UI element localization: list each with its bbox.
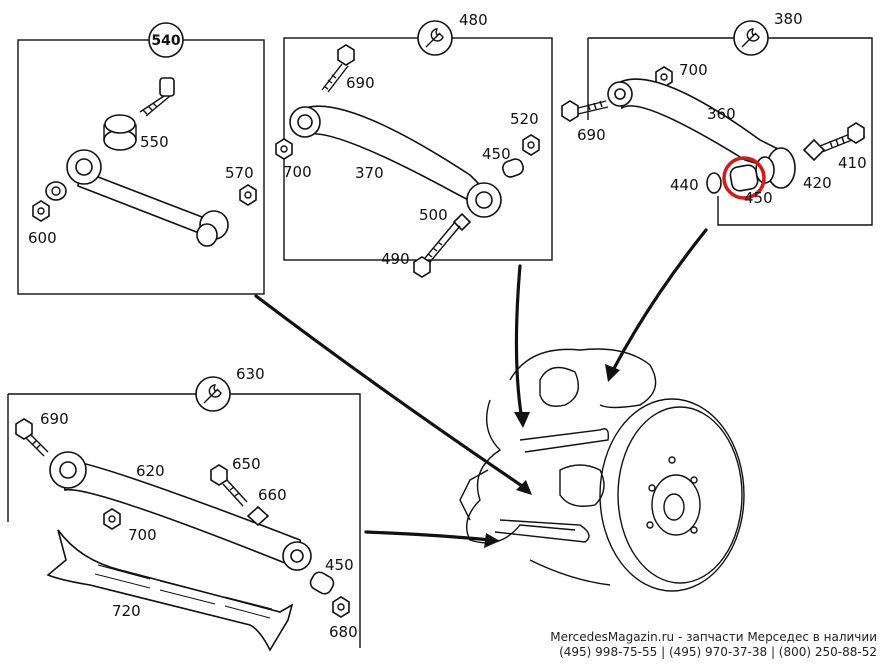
axle-assembly (459, 348, 745, 592)
callout-570: 570 (225, 164, 254, 182)
callout-450: 450 (744, 189, 773, 207)
sleeve-icon (502, 158, 524, 178)
nut-icon (332, 596, 350, 618)
wrench-icon (425, 28, 444, 48)
panel-380-number: 380 (774, 10, 803, 28)
callout-500: 500 (419, 206, 448, 224)
callout-360: 360 (707, 105, 736, 123)
bolt-icon (321, 44, 355, 93)
callout-520: 520 (510, 110, 539, 128)
bolt-icon (139, 77, 175, 117)
callout-420: 420 (803, 174, 832, 192)
highlight-ring (722, 156, 766, 200)
panel-540-number: 540 (151, 33, 180, 49)
wrench-icon (203, 384, 222, 404)
callout-700: 700 (283, 163, 312, 181)
callout-620: 620 (136, 462, 165, 480)
callout-720: 720 (112, 602, 141, 620)
nut-icon (522, 134, 540, 156)
cover-plate-icon (46, 529, 294, 652)
panel-540-number-circle (148, 22, 184, 58)
washer-icon (802, 138, 826, 162)
washer-icon (452, 212, 472, 232)
sleeve-icon (729, 164, 759, 192)
nut-icon (239, 184, 257, 206)
callout-490: 490 (381, 250, 410, 268)
callout-690: 690 (346, 74, 375, 92)
leader-arrows (254, 228, 708, 548)
panel-380-frame (588, 37, 873, 226)
bolt-icon (210, 464, 248, 507)
panel-480-number: 480 (459, 11, 488, 29)
control-arm-icon (607, 78, 782, 169)
callout-700: 700 (128, 526, 157, 544)
panel-540: 540 (17, 22, 265, 295)
callout-410: 410 (838, 154, 867, 172)
panel-480: 480 690 700 (275, 11, 553, 278)
bushing-icon (755, 147, 796, 189)
callout-370: 370 (355, 164, 384, 182)
bolt-icon (561, 100, 609, 122)
nut-icon (32, 200, 50, 222)
nut-icon (275, 138, 293, 160)
callout-690: 690 (577, 126, 606, 144)
panel-630-frame (8, 393, 361, 648)
callout-450: 450 (482, 145, 511, 163)
callout-700: 700 (679, 61, 708, 79)
wrench-icon (741, 28, 760, 48)
bushing-icon (103, 114, 137, 151)
control-arm-icon (49, 451, 312, 571)
callout-550: 550 (140, 133, 169, 151)
washer-icon (246, 505, 270, 527)
washer-icon (45, 181, 67, 201)
panel-630: 630 (7, 365, 361, 652)
brake-disc-icon (599, 398, 745, 592)
bolt-icon (15, 418, 49, 457)
watermark-line2: (495) 998-75-55 | (495) 970-37-38 | (800… (559, 645, 877, 659)
panel-540-frame (17, 39, 265, 295)
nut-icon (706, 172, 722, 194)
control-arm-icon (289, 105, 502, 218)
callout-450: 450 (325, 556, 354, 574)
bolt-icon (413, 221, 461, 278)
bolt-icon (819, 122, 865, 153)
link-arm-icon (66, 149, 229, 247)
panel-630-number: 630 (236, 365, 265, 383)
sleeve-icon (309, 571, 335, 595)
watermark-line1: MercedesMagazin.ru - запчасти Мерседес в… (550, 630, 877, 644)
callout-660: 660 (258, 486, 287, 504)
callout-600: 600 (28, 229, 57, 247)
callout-690: 690 (40, 410, 69, 428)
panel-380: 380 700 (561, 10, 873, 226)
callout-680: 680 (329, 623, 358, 641)
callout-650: 650 (232, 455, 261, 473)
nut-icon (103, 508, 121, 530)
callout-440: 440 (670, 176, 699, 194)
